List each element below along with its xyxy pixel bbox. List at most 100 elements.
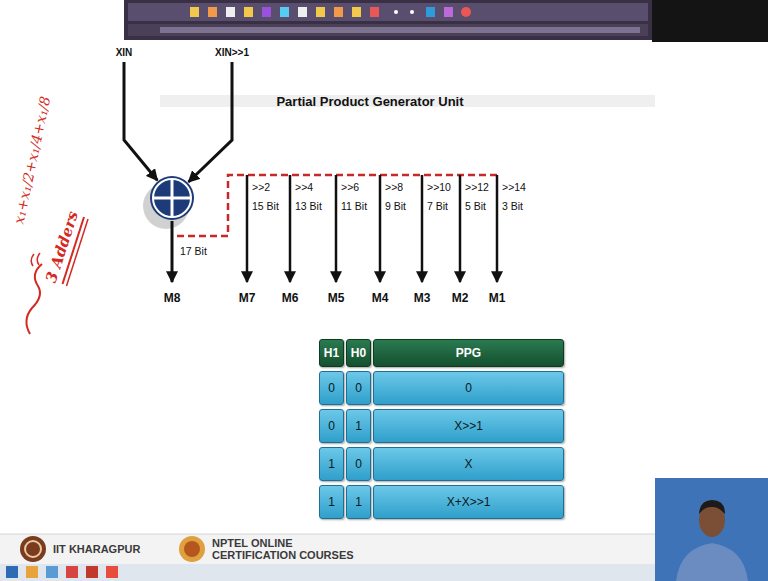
output-name: M8 [164,291,181,305]
bit-width: 11 Bit [341,200,367,212]
taskbar-icon [6,566,18,578]
taskbar-icon [46,566,58,578]
table-cell: 1 [319,447,344,481]
output-wire [335,175,338,282]
handwritten-brace [26,264,42,334]
shift-amount: >>12 [465,181,489,193]
toolbar-icon [426,7,435,17]
nptel-logo [179,536,205,562]
shift-amount: >>6 [341,181,359,193]
taskbar-icon [66,566,78,578]
shift-amount: >>2 [252,181,270,193]
handwritten-mark [31,254,34,266]
output-wire [379,175,382,282]
adder-plus [171,179,174,217]
toolbar-strip [128,3,648,21]
shift-amount: >>10 [427,181,451,193]
toolbar-icons [160,7,640,33]
table-cell: 0 [319,409,344,443]
table-cell: 1 [319,485,344,519]
footer-rule [0,534,768,535]
table-cell: 0 [346,371,371,405]
bit-width: 9 Bit [385,200,406,212]
table-header: H1 [319,339,344,367]
output-wire [246,175,249,282]
footer-band [0,534,768,564]
table-cell: 1 [346,485,371,519]
taskbar-icon [26,566,38,578]
toolbar-icon [262,7,271,17]
toolbar-icon [298,7,307,17]
input-wire [124,62,157,180]
bit-width: 3 Bit [502,200,523,212]
output-wire [421,175,424,282]
diagram-title: Partial Product Generator Unit [276,94,463,109]
table-header: H0 [346,339,371,367]
input-signal: XIN>>1 [215,47,249,58]
toolbar-icon [394,10,398,14]
presenter-body [676,543,748,581]
shift-bus [177,175,499,236]
toolbar-strip [128,24,648,36]
output-wire [171,221,174,282]
institute-logo [20,536,46,562]
bit-width: 5 Bit [465,200,486,212]
toolbar-icon [444,7,453,17]
output-name: M2 [452,291,469,305]
adder-symbol [150,176,194,220]
table-cell: X+X>>1 [373,485,564,519]
handwritten-mark [37,253,40,265]
bit-width: 17 Bit [180,245,207,257]
shift-outputs [247,175,497,282]
toolbar-icon [370,7,379,17]
toolbar-icon [190,7,199,17]
table-cell: X>>1 [373,409,564,443]
institute-logo [25,541,41,557]
toolbar-icon [226,7,235,17]
shift-amount: >>14 [502,181,526,193]
handwritten-note: x₁+x₁/2+x₁/4+x₁/8 [11,95,54,226]
toolbar-icon [244,7,253,17]
input-signal: XIN [116,47,133,58]
annotation-toolbar [124,0,652,40]
table-cell: 0 [373,371,564,405]
output-name: M5 [328,291,345,305]
toolbar-icon [410,10,414,14]
presenter-video [655,478,768,581]
course-banner: NPTEL ONLINE CERTIFICATION COURSES [212,537,362,561]
toolbar-icon [316,7,325,17]
handwritten-note: 3 Adders [42,209,82,285]
toolbar-marks [160,27,640,33]
output-name: M7 [239,291,256,305]
table-cell: X [373,447,564,481]
adder-ring [153,179,191,217]
table-cell: 0 [346,447,371,481]
bit-width: 15 Bit [252,200,279,212]
shift-amount: >>8 [385,181,403,193]
output-wire [459,175,462,282]
output-name: M4 [372,291,389,305]
toolbar-icon [208,7,217,17]
taskbar [0,564,768,581]
taskbar-icon [86,566,98,578]
toolbar-icon [280,7,289,17]
output-name: M3 [414,291,431,305]
output-name: M1 [489,291,506,305]
shift-amount: >>4 [295,181,313,193]
output-wire [496,175,499,282]
input-wire [189,62,233,182]
presenter-hair [699,500,725,514]
toolbar-icon [334,7,343,17]
institute-name: IIT KHARAGPUR [53,543,140,555]
toolbar-icon [461,7,471,17]
nptel-logo [184,541,200,557]
table-header: PPG [373,339,564,367]
table-cell: 0 [319,371,344,405]
table-cell: 1 [346,409,371,443]
bit-width: 7 Bit [427,200,448,212]
taskbar-icon [106,566,118,578]
screen-corner [652,0,768,42]
output-name: M6 [282,291,299,305]
toolbar-icon [352,7,361,17]
